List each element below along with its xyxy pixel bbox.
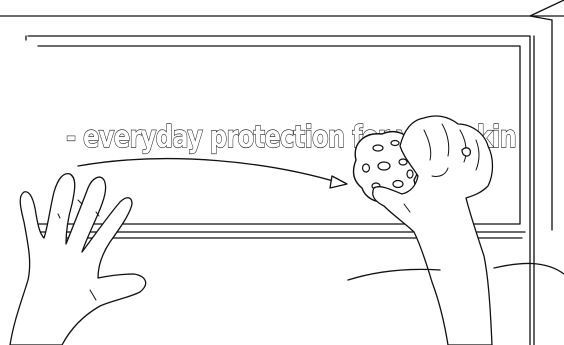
wiping-arrow xyxy=(78,159,347,188)
left-hand xyxy=(10,174,146,345)
